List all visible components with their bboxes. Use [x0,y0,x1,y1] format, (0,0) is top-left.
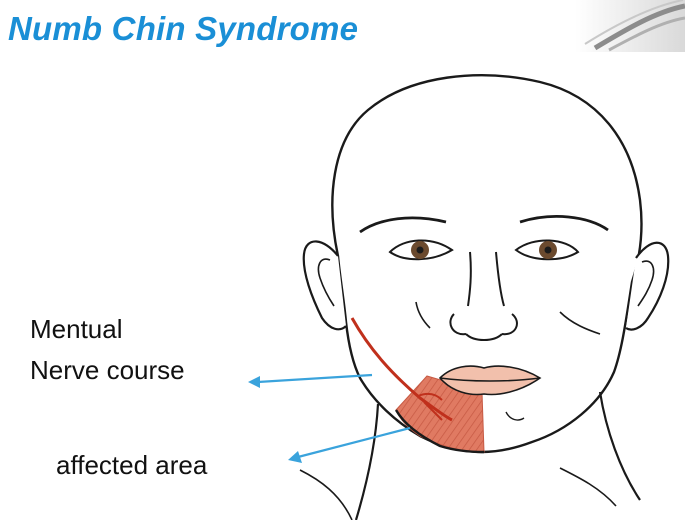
right-ear [625,241,670,331]
slide-title: Numb Chin Syndrome [8,10,359,47]
right-eyebrow [519,215,609,232]
label-affected-area: affected area [56,450,208,480]
nerve-course-arrow [248,373,373,388]
mentual-nerve [350,317,453,422]
nose [449,251,518,341]
label-mentual: Mentual [30,314,123,344]
head-outline [331,74,643,454]
neck [354,391,641,520]
left-ear [302,240,347,331]
affected-area-arrow [288,426,411,463]
label-nerve-course: Nerve course [30,355,185,385]
corner-swoosh-icon [575,0,685,52]
left-eyebrow [359,216,447,234]
